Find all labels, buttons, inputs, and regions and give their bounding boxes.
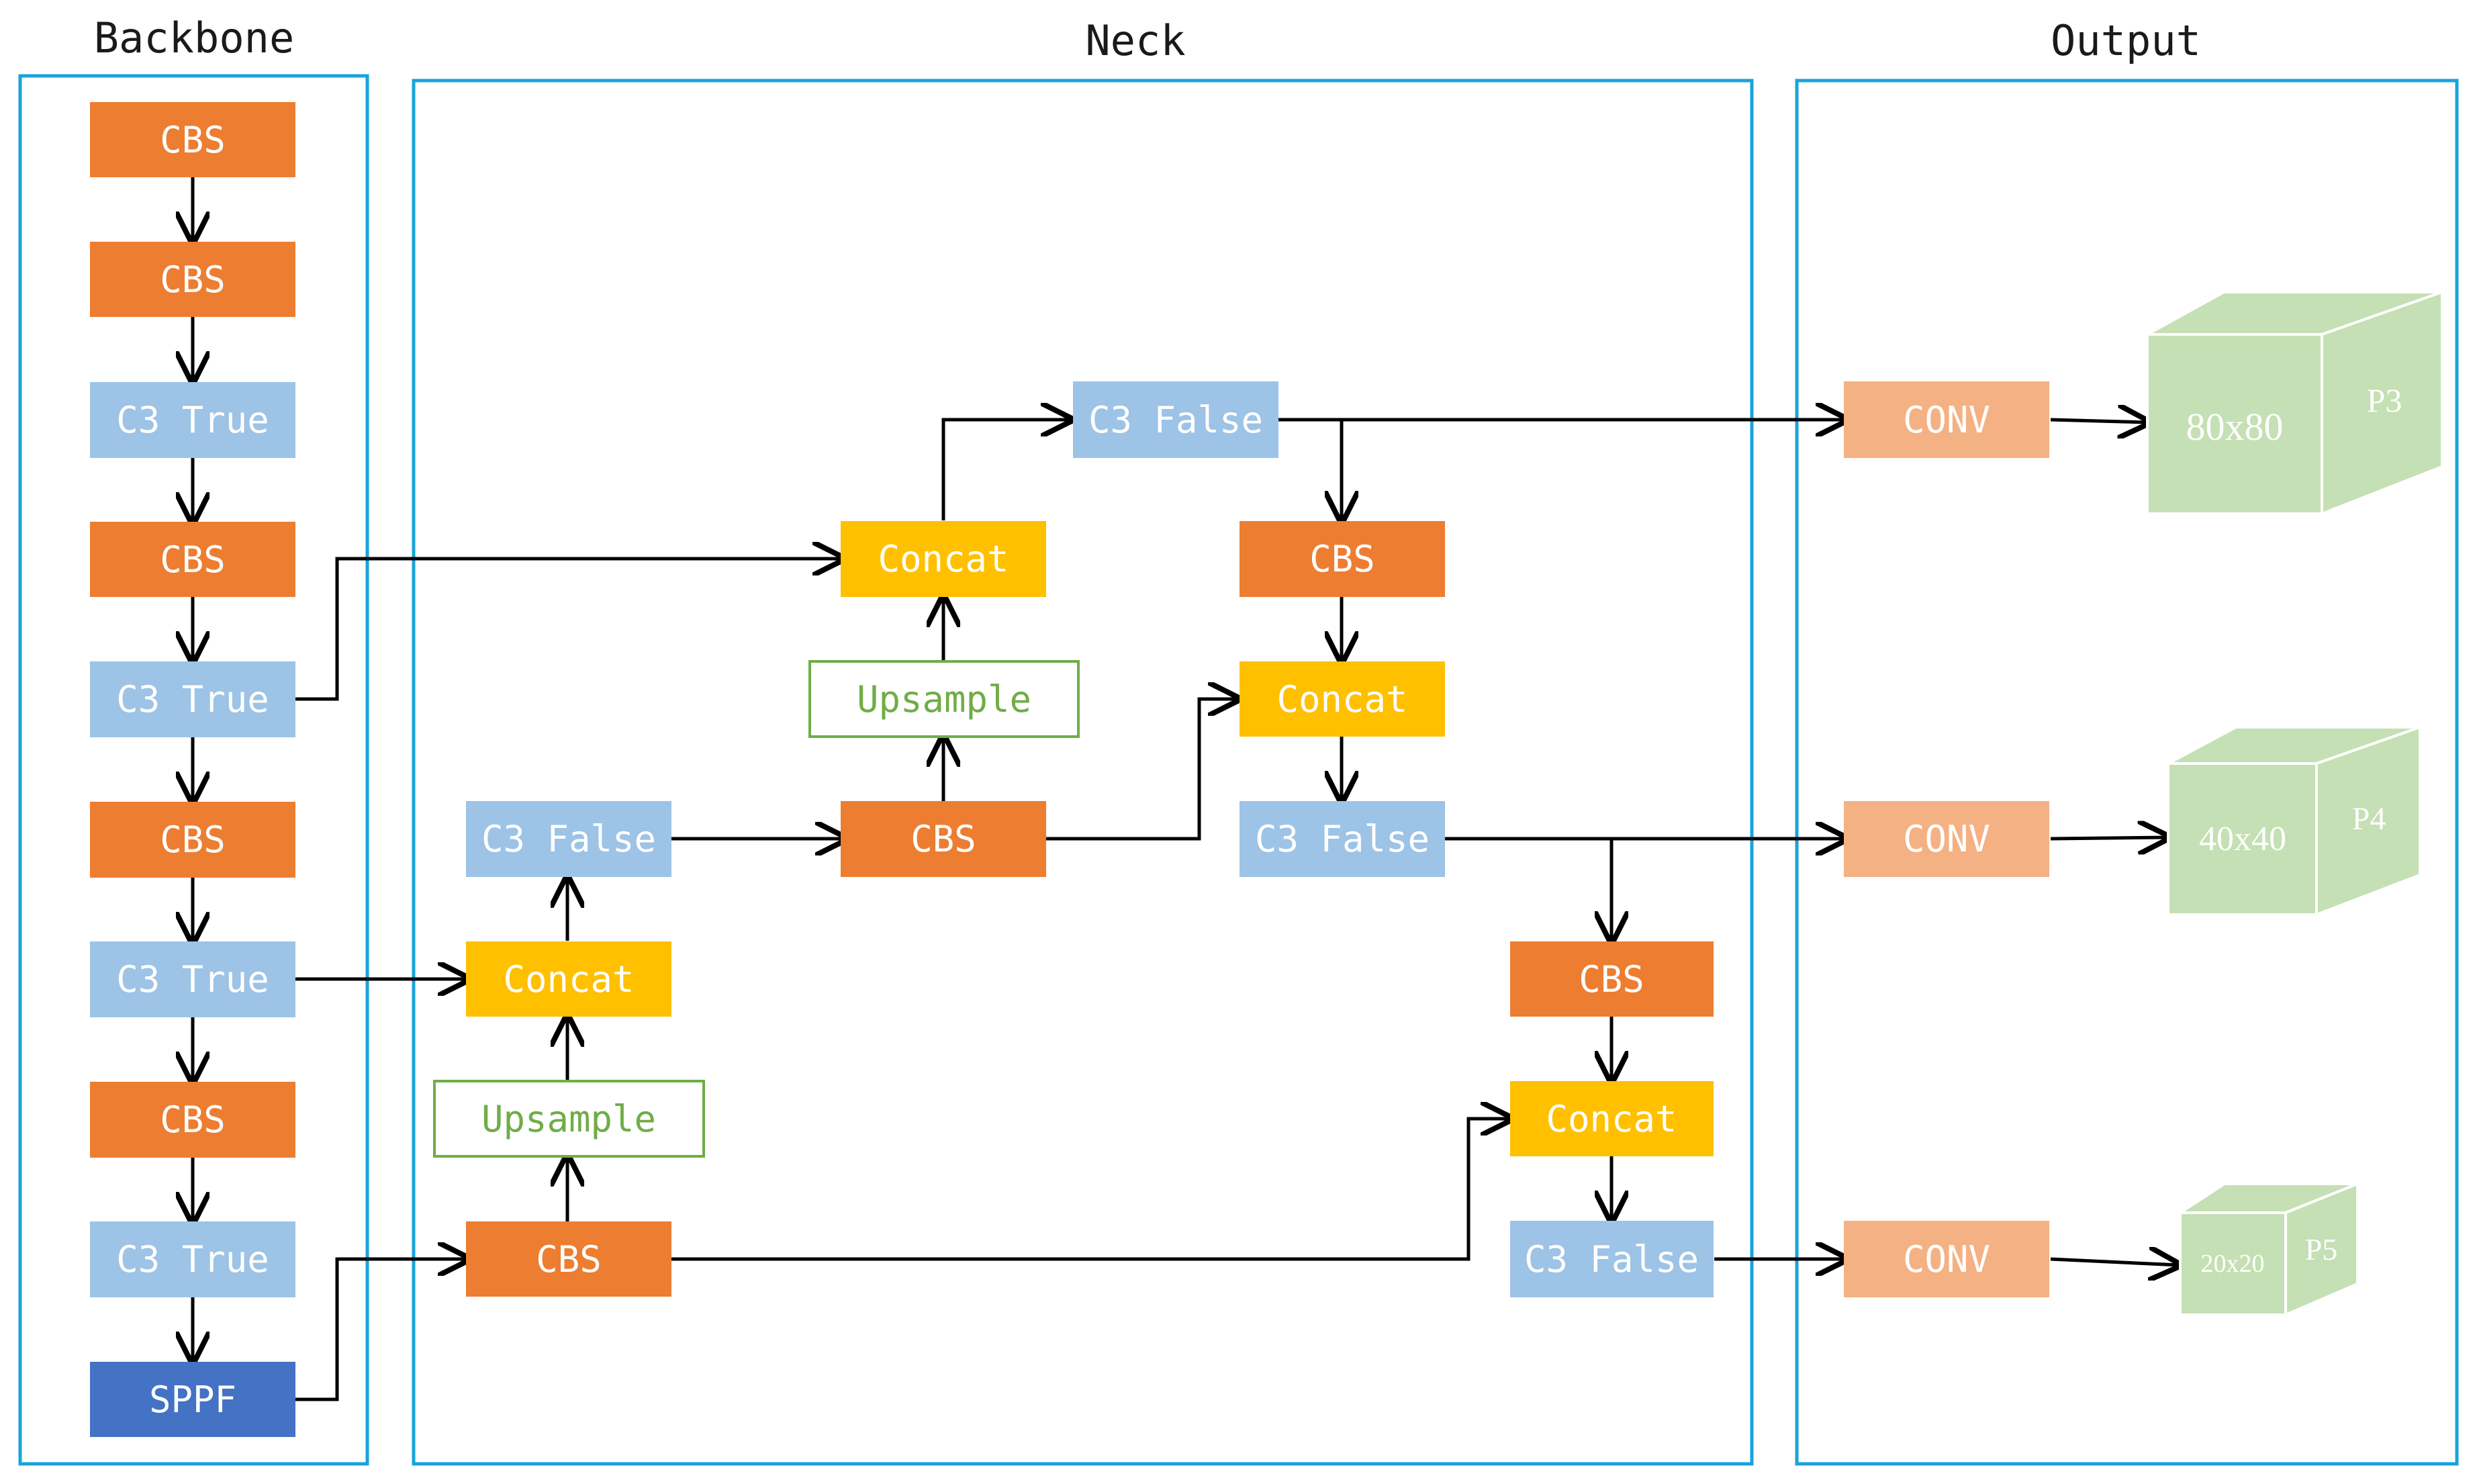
backbone-frame: [18, 74, 369, 1466]
svg-text:C3 True: C3 True: [116, 678, 269, 721]
edge-conv1-to-p3: [2050, 420, 2148, 422]
backbone-sppf: SPPF: [90, 1362, 295, 1437]
output-p5-cube: 20x20 P5: [2176, 1182, 2359, 1317]
neck-c3-false-right: C3 False: [1240, 801, 1445, 877]
neck-concat-right: Concat: [1240, 661, 1445, 737]
svg-text:CBS: CBS: [1309, 538, 1375, 580]
p3-size-label: 80x80: [2186, 405, 2284, 449]
edge-sppf-to-cbs-bottom: [295, 1259, 468, 1401]
edge-conv3-to-p5: [2050, 1259, 2179, 1265]
svg-text:Concat: Concat: [1546, 1098, 1677, 1140]
neck-c3-false-top: C3 False: [1073, 381, 1278, 458]
backbone-c3-true-3: C3 True: [90, 941, 295, 1017]
output-title: Output: [2051, 16, 2201, 65]
neck-title: Neck: [1085, 16, 1185, 65]
output-conv-2: CONV: [1844, 801, 2049, 877]
svg-text:Upsample: Upsample: [481, 1098, 656, 1140]
neck-cbs-mid: CBS: [841, 801, 1046, 877]
svg-text:CBS: CBS: [160, 1099, 226, 1141]
neck-cbs-far: CBS: [1510, 941, 1714, 1017]
p5-label: P5: [2305, 1232, 2338, 1266]
output-conv-3: CONV: [1844, 1221, 2049, 1297]
output-p3-cube: 80x80 P3: [2146, 290, 2443, 516]
svg-text:Concat: Concat: [503, 958, 634, 1001]
svg-text:CONV: CONV: [1903, 399, 1990, 441]
backbone-cbs-5: CBS: [90, 1082, 295, 1158]
output-p4-cube: 40x40 P4: [2167, 725, 2421, 917]
svg-text:C3 True: C3 True: [116, 399, 269, 441]
edge-cbs-bottom-to-concat-far: [671, 1119, 1511, 1261]
svg-text:C3 False: C3 False: [1255, 818, 1430, 860]
output-frame: [1795, 79, 2459, 1466]
svg-text:CONV: CONV: [1903, 818, 1990, 860]
svg-text:CONV: CONV: [1903, 1238, 1990, 1281]
backbone-c3-true-1: C3 True: [90, 382, 295, 458]
neck-c3-false-far: C3 False: [1510, 1221, 1714, 1297]
neck-c3-false-left: C3 False: [466, 801, 671, 877]
p4-label: P4: [2352, 801, 2386, 837]
backbone-cbs-4: CBS: [90, 802, 295, 878]
edge-concat-top-to-c3-top: [941, 420, 1071, 520]
backbone-title: Backbone: [94, 13, 295, 62]
svg-text:CBS: CBS: [160, 819, 226, 861]
svg-text:C3 True: C3 True: [116, 958, 269, 1001]
edge-cbs-mid-to-concat-right: [1045, 699, 1238, 841]
svg-text:C3 False: C3 False: [1088, 399, 1263, 441]
p3-label: P3: [2367, 381, 2402, 419]
edge-c3-2-to-concat-top: [295, 559, 843, 701]
backbone-cbs-1: CBS: [90, 102, 295, 177]
backbone-c3-true-4: C3 True: [90, 1221, 295, 1297]
svg-text:SPPF: SPPF: [149, 1379, 236, 1421]
output-conv-1: CONV: [1844, 381, 2049, 458]
neck-frame: [412, 79, 1754, 1466]
p5-size-label: 20x20: [2201, 1250, 2265, 1278]
neck-concat-left: Concat: [466, 941, 671, 1017]
p4-size-label: 40x40: [2199, 820, 2286, 858]
svg-text:CBS: CBS: [160, 539, 226, 581]
neck-upsample-left: Upsample: [433, 1080, 705, 1158]
svg-text:C3 False: C3 False: [1524, 1238, 1699, 1281]
edge-conv2-to-p4: [2050, 837, 2168, 839]
svg-text:Upsample: Upsample: [857, 678, 1031, 721]
svg-text:Concat: Concat: [878, 538, 1009, 580]
svg-text:CBS: CBS: [536, 1238, 602, 1281]
svg-text:Concat: Concat: [1276, 678, 1407, 721]
neck-upsample-top: Upsample: [808, 660, 1080, 738]
svg-text:CBS: CBS: [160, 119, 226, 161]
neck-concat-top: Concat: [841, 521, 1046, 597]
neck-concat-far: Concat: [1510, 1081, 1714, 1156]
svg-text:CBS: CBS: [1579, 958, 1644, 1001]
svg-text:C3 False: C3 False: [481, 818, 656, 860]
neck-cbs-bottom: CBS: [466, 1221, 671, 1297]
backbone-cbs-3: CBS: [90, 522, 295, 597]
svg-text:CBS: CBS: [910, 818, 976, 860]
backbone-cbs-2: CBS: [90, 242, 295, 317]
svg-text:CBS: CBS: [160, 259, 226, 301]
backbone-c3-true-2: C3 True: [90, 661, 295, 737]
neck-cbs-right-top: CBS: [1240, 521, 1445, 597]
svg-text:C3 True: C3 True: [116, 1238, 269, 1281]
